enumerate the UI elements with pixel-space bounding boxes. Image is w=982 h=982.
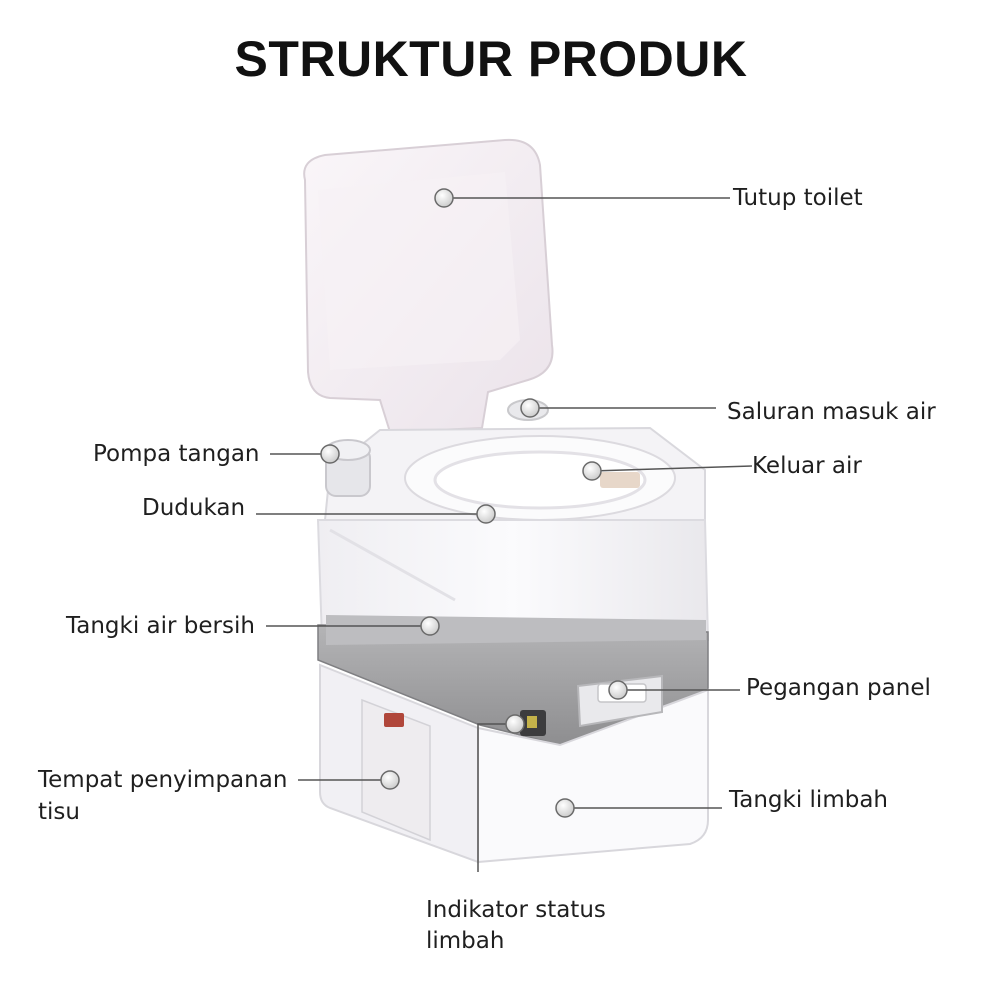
label-keluar-air: Keluar air xyxy=(752,453,862,479)
marker-tutup-toilet xyxy=(434,188,454,208)
label-pegangan-panel: Pegangan panel xyxy=(746,675,931,701)
label-indikator-line2: limbah xyxy=(426,928,505,954)
marker-pegangan-panel xyxy=(608,680,628,700)
waste-level-indicator xyxy=(520,710,546,736)
marker-tangki-air-bersih xyxy=(420,616,440,636)
marker-tangki-limbah xyxy=(555,798,575,818)
label-saluran-masuk-air: Saluran masuk air xyxy=(727,399,936,425)
label-indikator-line1: Indikator status xyxy=(426,897,606,923)
label-tempat-penyimpanan-line2: tisu xyxy=(38,799,80,825)
page-title: STRUKTUR PRODUK xyxy=(234,31,748,87)
marker-keluar-air xyxy=(582,461,602,481)
marker-saluran-masuk-air xyxy=(520,398,540,418)
leader-keluar-air xyxy=(591,465,753,472)
label-tangki-limbah: Tangki limbah xyxy=(729,787,888,813)
toilet-lid xyxy=(303,138,554,434)
label-tempat-penyimpanan-line1: Tempat penyimpanan xyxy=(38,767,288,793)
label-tangki-air-bersih: Tangki air bersih xyxy=(66,613,255,639)
toilet-seat xyxy=(323,426,706,521)
marker-tempat-penyimpanan xyxy=(380,770,400,790)
marker-dudukan xyxy=(476,504,496,524)
marker-pompa-tangan xyxy=(320,444,340,464)
marker-indikator xyxy=(505,714,525,734)
waste-tank xyxy=(319,663,709,864)
label-tutup-toilet: Tutup toilet xyxy=(733,185,863,211)
leader-indikator xyxy=(477,723,515,872)
label-pompa-tangan: Pompa tangan xyxy=(93,441,260,467)
label-dudukan: Dudukan xyxy=(142,495,246,521)
